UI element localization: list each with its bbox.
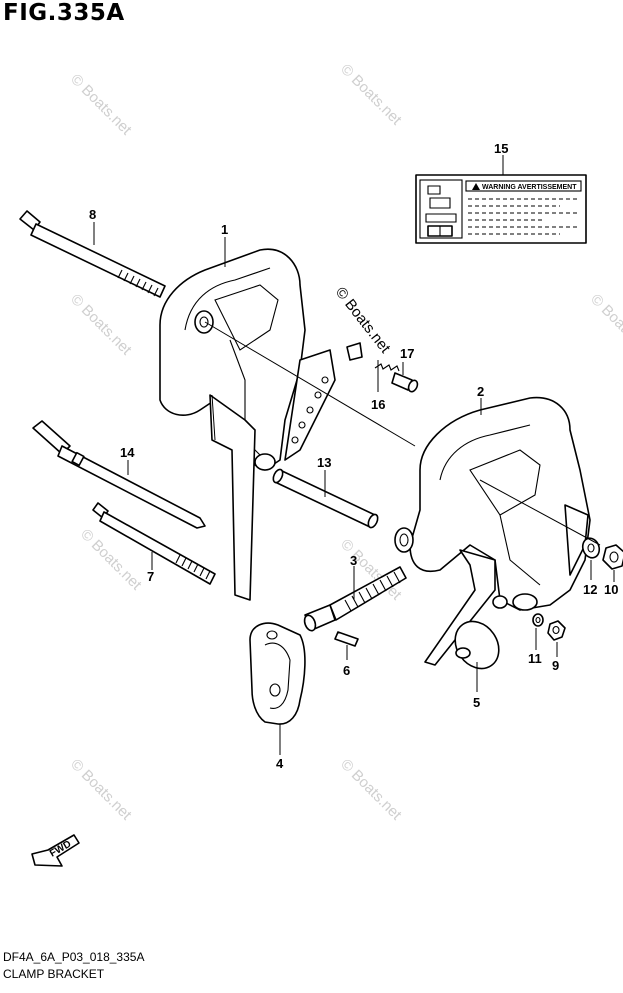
callout-leaders: [93, 155, 615, 755]
watermark-3: © Boats.net: [67, 291, 135, 359]
fwd-text: FWD: [48, 839, 73, 860]
fwd-arrow-icon: FWD: [31, 834, 80, 867]
part-16-spring: [346, 342, 400, 372]
watermark-overlay: © Boats.net: [332, 284, 394, 357]
part-2-clamp-bracket: [394, 396, 591, 666]
part-11-washer: [532, 613, 544, 627]
part-1-clamp-bracket: [159, 248, 336, 601]
callout-12: 12: [583, 582, 597, 597]
callout-1: 1: [221, 222, 228, 237]
figure-name: CLAMP BRACKET: [3, 967, 105, 981]
callout-5: 5: [473, 695, 480, 710]
callout-17: 17: [400, 346, 414, 361]
watermark-2: © Boats.net: [337, 61, 405, 129]
part-7-bolt: [92, 502, 216, 585]
callout-9: 9: [552, 658, 559, 673]
callout-3: 3: [350, 553, 357, 568]
part-4-clamp-handle: [249, 622, 306, 725]
part-6-pin: [334, 631, 359, 647]
callout-8: 8: [89, 207, 96, 222]
callout-11: 11: [528, 651, 542, 666]
figure-code: DF4A_6A_P03_018_335A: [3, 950, 145, 964]
part-14-tilt-rod: [32, 420, 206, 529]
callout-6: 6: [343, 663, 350, 678]
watermark-1: © Boats.net: [67, 71, 135, 139]
part-15-warning-label: WARNING AVERTISSEMENT: [415, 174, 587, 244]
callout-14: 14: [120, 445, 135, 460]
figure-title: FIG.335A: [3, 0, 125, 26]
callout-4: 4: [276, 756, 284, 771]
warning-label-text: WARNING AVERTISSEMENT: [482, 184, 577, 191]
part-3-clamp-screw: [303, 566, 407, 632]
part-17-bolt: [391, 372, 419, 393]
part-5-clamp-pad: [454, 620, 500, 670]
label-text-lines: [468, 198, 578, 235]
callout-2: 2: [477, 384, 484, 399]
part-8-bolt: [19, 210, 166, 298]
assembly-lines: [204, 321, 601, 546]
watermark-7: © Boats.net: [67, 756, 135, 824]
watermark-8: © Boats.net: [337, 756, 405, 824]
callout-15: 15: [494, 141, 508, 156]
callout-16: 16: [371, 397, 385, 412]
part-10-nut: [602, 544, 623, 570]
callout-10: 10: [604, 582, 618, 597]
callouts: 8 1 15 17 16 2 13 14 7 3 6 5 4 12 10 11 …: [89, 141, 618, 771]
part-9-nut: [547, 620, 566, 641]
callout-7: 7: [147, 569, 154, 584]
part-13-pin: [272, 468, 379, 529]
watermark-4: © Boats.net: [587, 291, 623, 359]
callout-13: 13: [317, 455, 331, 470]
